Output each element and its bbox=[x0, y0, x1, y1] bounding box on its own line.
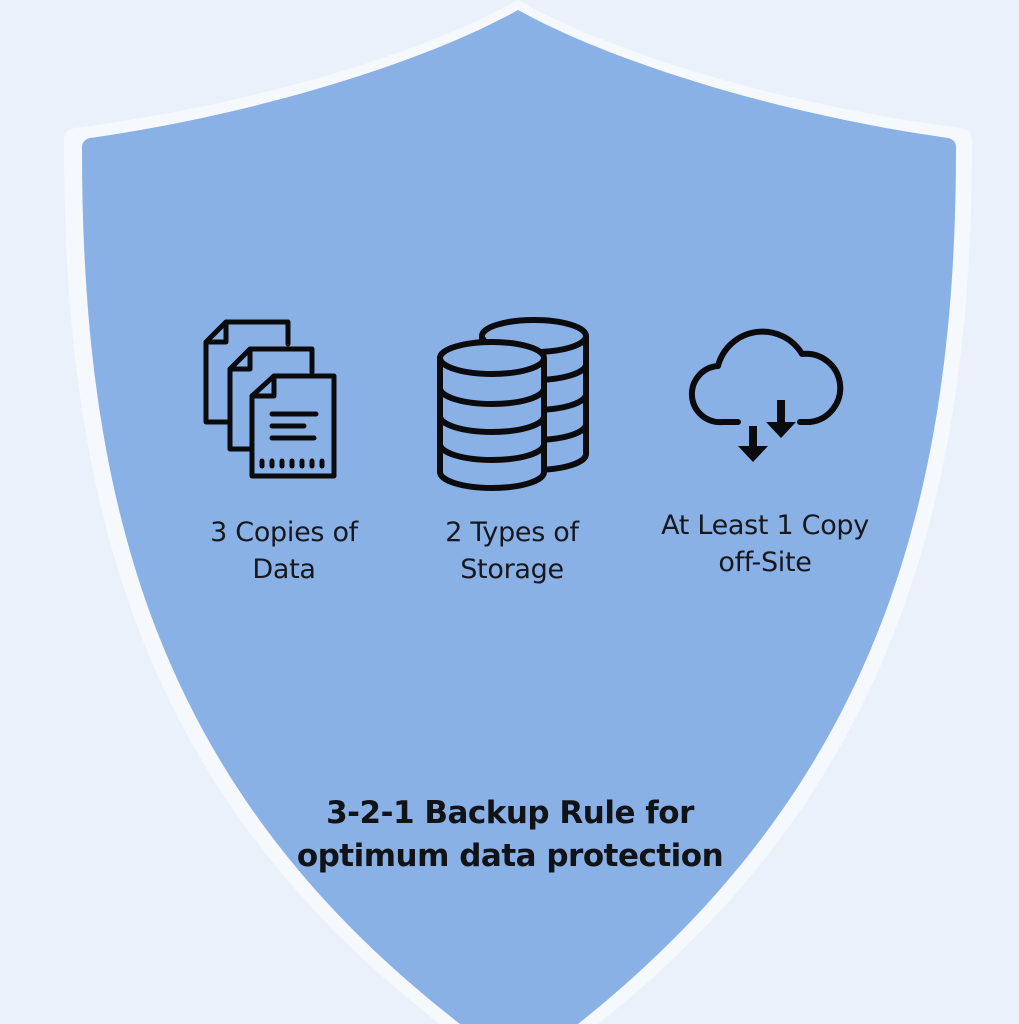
cloud-outline bbox=[689, 328, 844, 426]
database-front-icon bbox=[437, 339, 547, 491]
download-arrow-left-icon bbox=[738, 426, 768, 462]
offsite-label: At Least 1 Copy off-Site bbox=[645, 507, 885, 581]
offsite-label-line1: At Least 1 Copy bbox=[661, 510, 869, 541]
cloud-download-icon bbox=[689, 328, 844, 462]
copies-label-line2: Data bbox=[252, 554, 316, 585]
offsite-label-line2: off-Site bbox=[718, 547, 812, 578]
storage-label-line2: Storage bbox=[460, 554, 564, 585]
database-storage-icon bbox=[437, 317, 589, 491]
documents-copies-icon bbox=[203, 319, 337, 479]
document-front-icon bbox=[249, 373, 337, 479]
copies-label: 3 Copies of Data bbox=[184, 514, 384, 588]
storage-label: 2 Types of Storage bbox=[412, 514, 612, 588]
storage-label-line1: 2 Types of bbox=[445, 517, 579, 548]
caption-line2: optimum data protection bbox=[296, 838, 724, 874]
download-arrow-right-icon bbox=[766, 400, 796, 438]
caption-line1: 3-2-1 Backup Rule for bbox=[326, 795, 694, 831]
shield-fill bbox=[81, 10, 957, 1024]
backup-rule-caption: 3-2-1 Backup Rule for optimum data prote… bbox=[210, 792, 810, 878]
copies-label-line1: 3 Copies of bbox=[210, 517, 358, 548]
document-back-icon bbox=[203, 319, 291, 425]
